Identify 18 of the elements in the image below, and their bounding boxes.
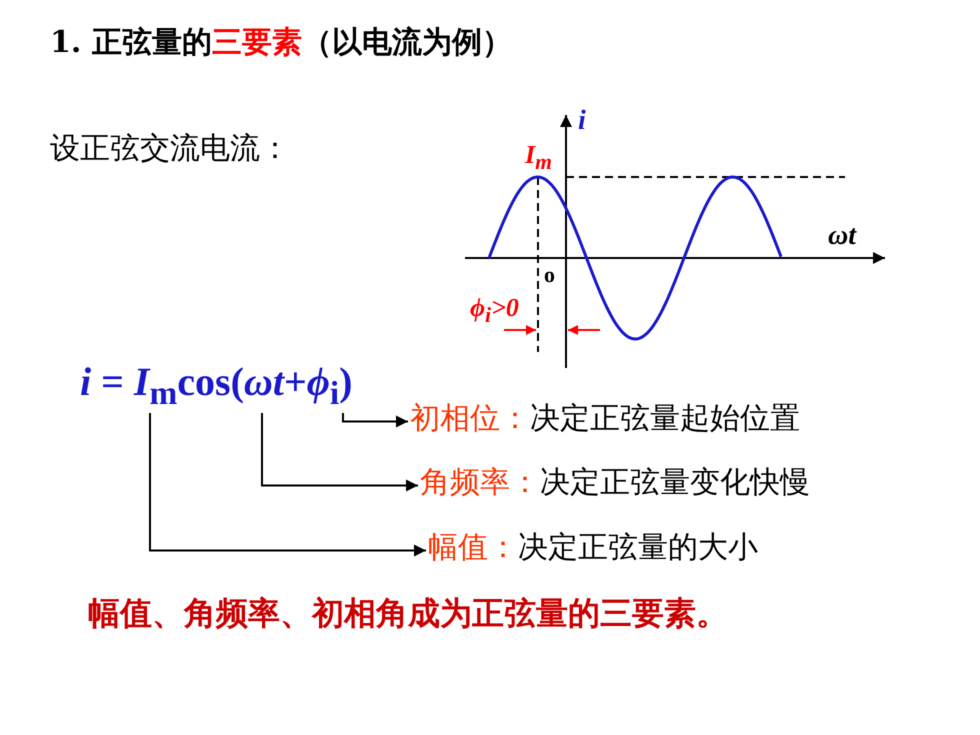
intro-text: 设正弦交流电流： — [50, 130, 290, 168]
axis-label: ωt — [828, 220, 856, 252]
description-text: 决定正弦量起始位置 — [530, 401, 800, 436]
leader-line — [342, 413, 408, 428]
slide-title: 1. 正弦量的三要素（以电流为例） — [50, 24, 512, 62]
axis-label: i — [578, 105, 586, 137]
leader-line — [261, 413, 418, 492]
description-text: 决定正弦量的大小 — [518, 530, 758, 565]
formula: i = I$_{m}$cos(ωt+ϕ$_{i}$) — [80, 358, 352, 413]
phase-label: ϕ$_{i}$>0 — [470, 293, 519, 328]
term-label: 初相位： — [410, 401, 530, 436]
leader-line — [149, 413, 426, 556]
term-label: 角频率： — [420, 465, 540, 500]
term-label: 幅值： — [428, 530, 518, 565]
amplitude-label: I$_{m}$ — [525, 140, 552, 176]
description-text: 决定正弦量变化快慢 — [540, 465, 810, 500]
origin-label: o — [544, 262, 555, 288]
summary-text: 幅值、角频率、初相角成为正弦量的三要素。 — [88, 593, 728, 634]
